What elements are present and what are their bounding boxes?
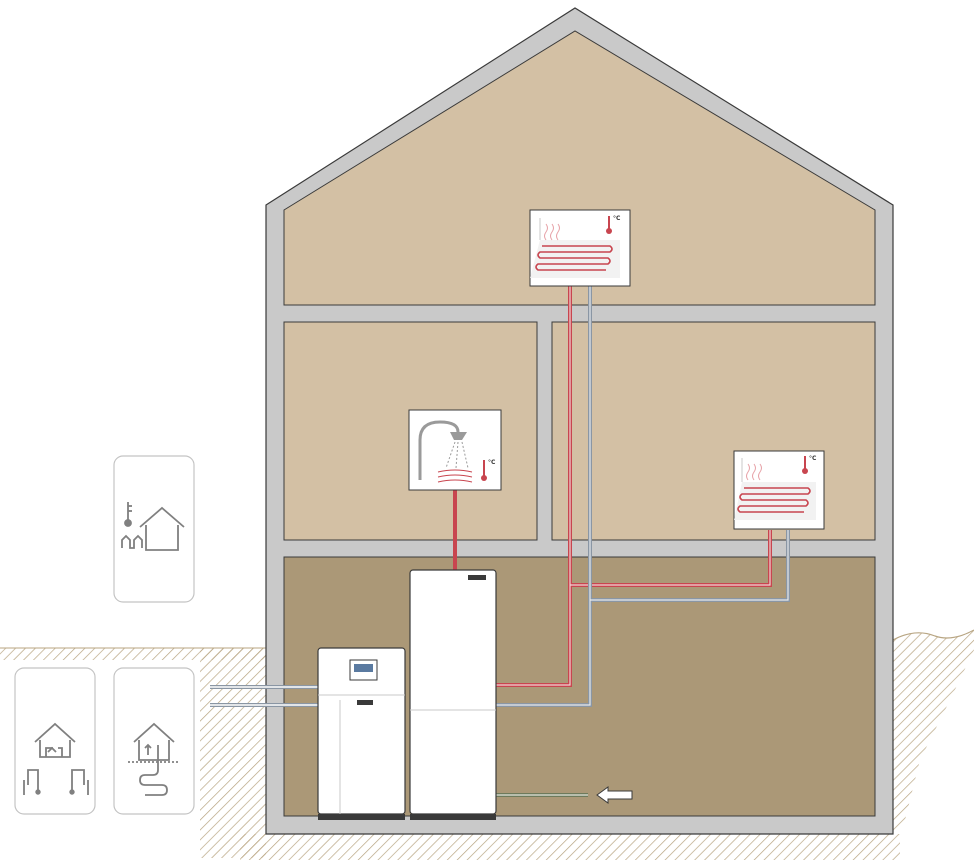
ground-hatch-bottom: [240, 834, 900, 860]
air-source-heat-exchange-icon: [23, 722, 89, 795]
room-underfloor-card: °C: [733, 450, 825, 530]
attic-temp-unit: °C: [613, 215, 621, 222]
shower-temp-unit: °C: [488, 459, 496, 466]
ground-hatch-left-under-cards: [200, 648, 266, 858]
underfloor-heating-icon: [734, 458, 816, 520]
thermometer-icon: [481, 460, 487, 481]
air-source-card: [14, 667, 96, 815]
ground-hatch-strip-left: [0, 648, 266, 660]
thermometer-icon: [606, 216, 612, 234]
shower-card: °C: [408, 409, 502, 491]
ground: [0, 629, 974, 860]
room-temp-unit: °C: [809, 455, 817, 462]
shower-hot-water-icon: [418, 420, 473, 483]
pipe-cold-return-inner: [496, 285, 789, 706]
room-right: [551, 321, 876, 541]
heating-and-hot-water-card: [113, 455, 195, 603]
ground-hatch-right: [893, 630, 974, 834]
thermometer-icon: [802, 456, 808, 474]
ground-source-card: [113, 667, 195, 815]
attic-room: [283, 30, 876, 306]
ground-surface-line-right: [892, 629, 974, 641]
heat-pump-unit-icon: [317, 647, 406, 820]
pipework: [210, 285, 790, 804]
heating-and-hot-water-icon: [121, 502, 185, 551]
ground-source-coil-icon: [128, 722, 180, 796]
underfloor-heating-icon: [530, 218, 620, 278]
inlet-arrow-icon: [596, 786, 633, 804]
attic-underfloor-card: °C: [529, 209, 631, 287]
pipe-hot-flow-attic-inner: [496, 285, 771, 686]
hot-water-cylinder-icon: [409, 569, 497, 820]
